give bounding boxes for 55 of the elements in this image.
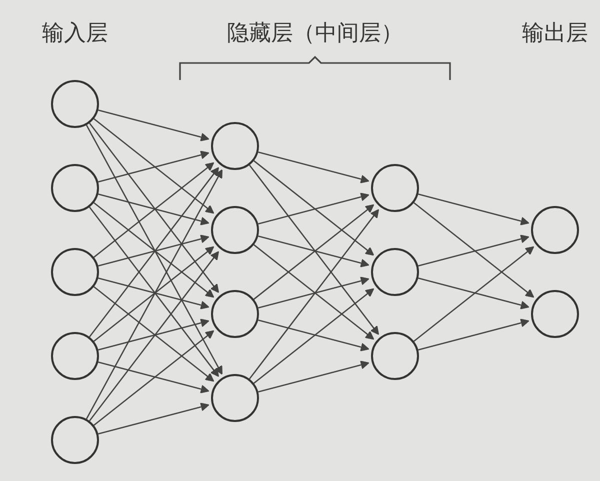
arrow [98,109,210,142]
arrow [248,164,380,335]
neuron-circle [211,122,259,170]
arrow [98,361,210,394]
neuron-circle [371,248,419,296]
arrow [258,360,370,393]
neuron-circle [531,290,579,338]
neuron-circle [371,332,419,380]
arrow [94,162,214,258]
arrow [254,160,374,256]
neuron-circle [211,374,259,422]
arrow [94,246,214,342]
arrow [98,402,210,435]
arrow [98,277,210,310]
arrow [98,150,210,183]
arrow [258,276,370,309]
arrow [418,234,530,267]
arrow [248,209,380,380]
arrow [258,151,370,184]
arrow [86,169,222,420]
arrow [254,204,374,300]
arrow [414,246,534,342]
arrow [418,318,530,351]
layer-label: 输入层 [42,20,108,48]
neuron-circle [51,80,99,128]
layer-label: 输出层 [522,20,588,48]
arrow [94,286,214,382]
arrow [98,234,210,267]
neuron-circle [51,332,99,380]
arrow [418,193,530,226]
neuron-circle [51,416,99,464]
arrow [94,330,214,426]
arrow [98,318,210,351]
arrow [258,192,370,225]
neuron-circle [211,290,259,338]
neuron-circle [51,248,99,296]
neuron-circle [371,164,419,212]
arrow [254,244,374,340]
arrow [88,167,220,338]
layer-label: 隐藏层（中间层） [227,20,403,48]
arrow [258,235,370,268]
arrow [88,206,220,377]
arrow [88,122,220,293]
arrow [86,124,222,375]
arrow [98,193,210,226]
arrow [88,251,220,422]
arrow [258,319,370,352]
arrow [94,118,214,214]
arrow [254,288,374,384]
arrow [94,202,214,298]
neuron-circle [51,164,99,212]
neuron-circle [211,206,259,254]
neuron-circle [531,206,579,254]
arrow [414,202,534,298]
arrow [418,277,530,310]
